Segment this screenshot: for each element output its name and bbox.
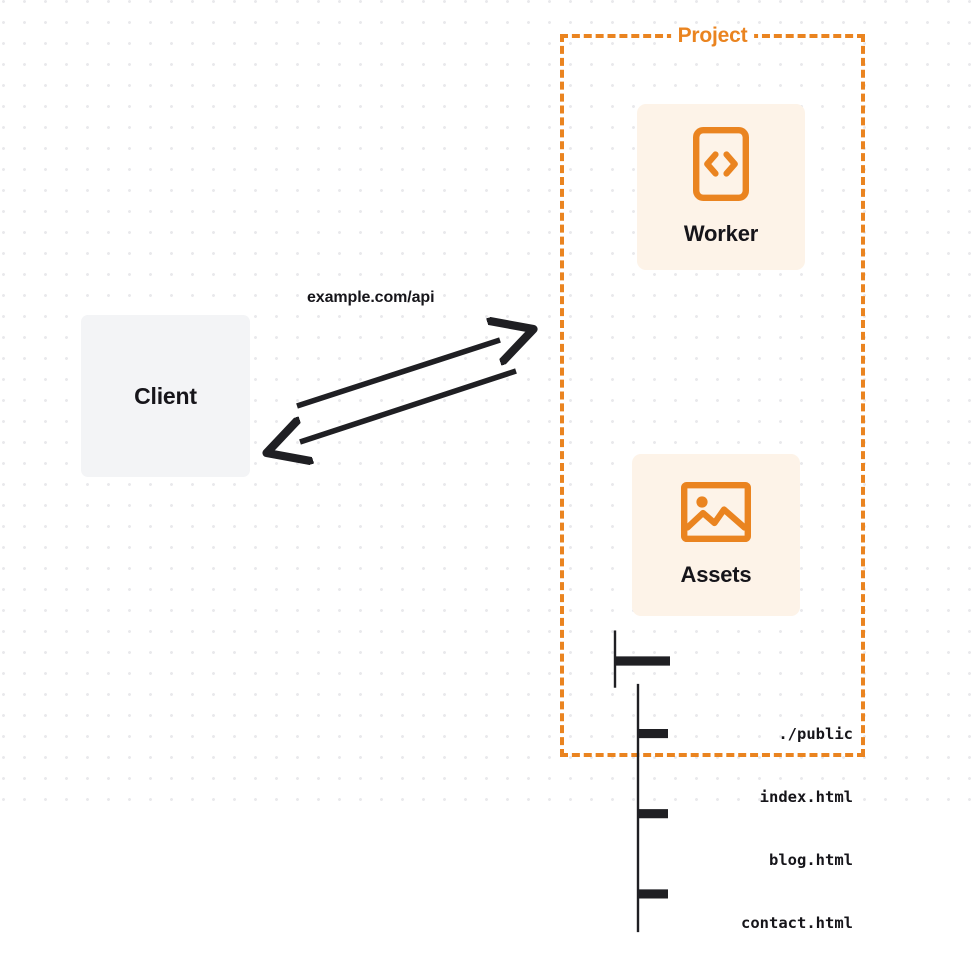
file-tree-row-text: ./public: [778, 725, 853, 743]
response-arrow: [300, 368, 517, 442]
file-tree-row: index.html: [608, 766, 853, 806]
assets-card[interactable]: Assets: [632, 454, 800, 616]
connection-label: example.com/api: [307, 289, 435, 306]
project-group: Project Worker Assets: [560, 24, 865, 933]
client-node-label: Client: [134, 382, 197, 409]
worker-card[interactable]: Worker: [637, 104, 805, 270]
assets-card-label: Assets: [680, 562, 752, 587]
asset-file-tree: ./public index.html blog.html contact.ht…: [608, 619, 853, 955]
file-tree-row-text: blog.html: [769, 851, 853, 869]
image-icon: [681, 482, 751, 542]
code-brackets-icon: [693, 127, 749, 201]
file-tree-row-text: index.html: [759, 788, 853, 806]
file-tree-connectors: [613, 630, 670, 933]
worker-card-label: Worker: [683, 221, 759, 246]
client-node[interactable]: Client: [81, 315, 250, 477]
project-group-title: Project: [670, 24, 755, 48]
diagram-canvas: Client example.com/api Project: [0, 0, 980, 933]
file-tree-row: ./public: [608, 703, 853, 743]
request-arrow: [296, 340, 500, 409]
file-tree-row-text: contact.html: [741, 914, 853, 932]
